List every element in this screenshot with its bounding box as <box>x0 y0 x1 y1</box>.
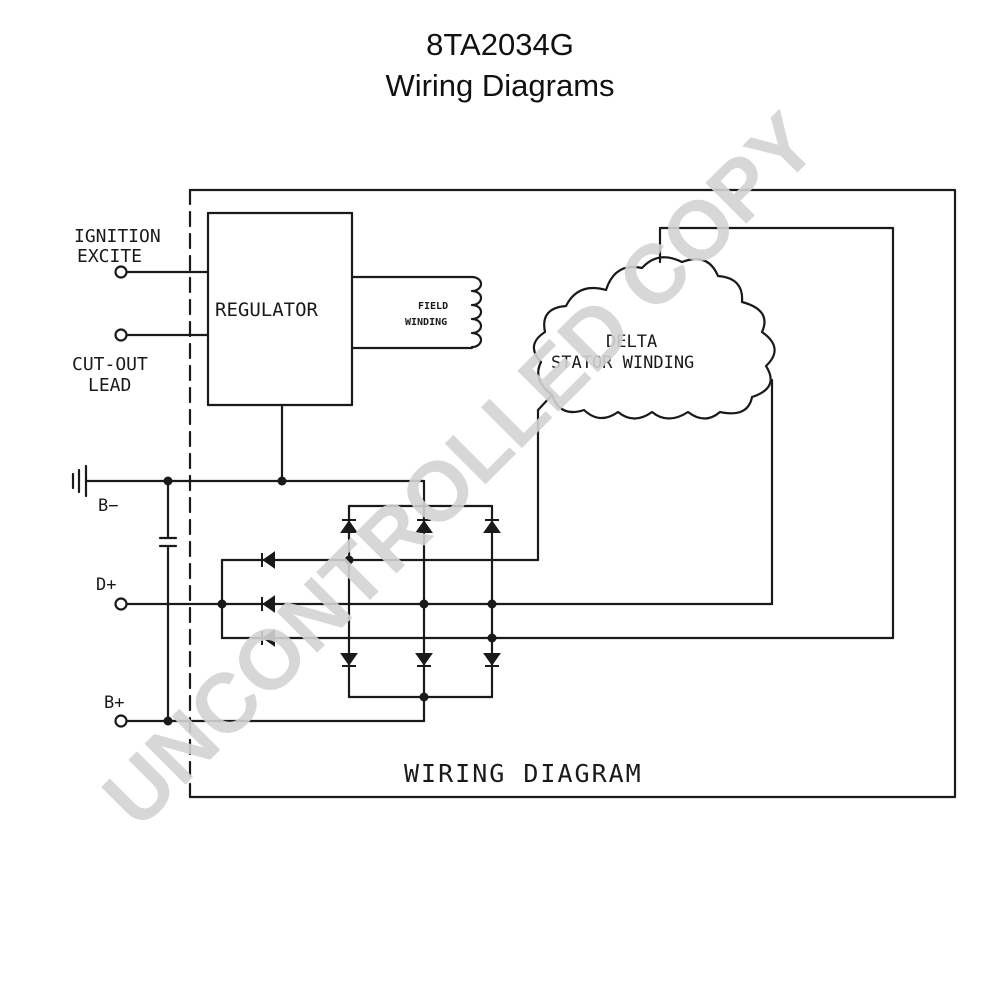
b-minus-label: B− <box>98 496 118 516</box>
diode-bottom-1 <box>340 653 358 667</box>
junction-dot <box>419 599 429 609</box>
stator-lead-c <box>658 226 895 640</box>
field-coil <box>470 275 483 349</box>
field-label: FIELD <box>418 301 448 312</box>
diode-bottom-2 <box>415 653 433 667</box>
frame-outline <box>188 188 957 799</box>
ignition-terminal <box>114 265 128 279</box>
junction-dots <box>163 476 497 726</box>
diode-trio-2 <box>261 595 275 613</box>
diode-top-2 <box>415 519 433 533</box>
regulator-box <box>206 211 354 407</box>
junction-dot <box>277 476 287 486</box>
junction-dot <box>344 555 354 565</box>
wiring-diagram-label: WIRING DIAGRAM <box>404 759 643 788</box>
stator-winding-cloud <box>532 256 776 420</box>
excite-label: EXCITE <box>77 246 142 267</box>
d-plus-label: D+ <box>96 575 116 595</box>
page-title: 8TA2034G <box>426 27 574 62</box>
junction-dot <box>487 633 497 643</box>
ignition-label: IGNITION <box>74 226 161 247</box>
regulator-label: REGULATOR <box>215 299 319 321</box>
d-plus-terminal <box>114 597 128 611</box>
junction-dot <box>217 599 227 609</box>
diode-trio-3 <box>261 629 275 647</box>
lead-label: LEAD <box>88 375 131 396</box>
diode-top-1 <box>340 519 358 533</box>
cutout-terminal <box>114 328 128 342</box>
winding-label: WINDING <box>405 317 447 328</box>
delta-label: DELTA <box>606 332 657 352</box>
diode-bottom-3 <box>483 653 501 667</box>
cutout-label: CUT-OUT <box>72 354 148 375</box>
watermark: UNCONTROLLED COPY <box>85 95 835 845</box>
stator-winding-label: STATOR WINDING <box>551 353 694 373</box>
b-plus-label: B+ <box>104 693 124 713</box>
diode-trio-1 <box>261 551 275 569</box>
junction-dot <box>487 599 497 609</box>
b-plus-terminal <box>114 714 128 728</box>
stator-lead-a <box>536 393 554 562</box>
junction-dot <box>163 716 173 726</box>
junction-dot <box>163 476 173 486</box>
junction-dot <box>419 692 429 702</box>
diode-top-3 <box>483 519 501 533</box>
page-subtitle: Wiring Diagrams <box>385 68 615 103</box>
